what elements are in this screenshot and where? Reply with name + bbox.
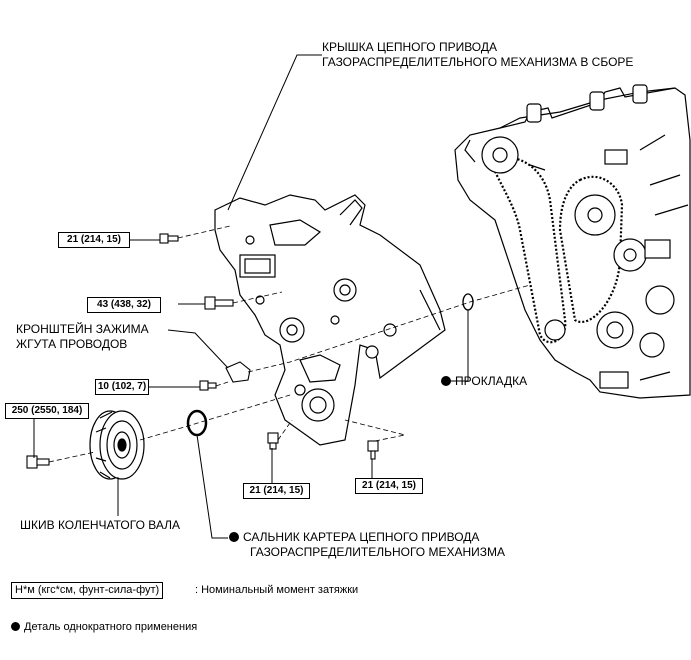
legend-non-reusable-text: Деталь однократного применения [24,621,198,633]
non-reusable-dot-icon [229,532,239,542]
leader-lines [33,54,469,539]
oil-seal-label-line1: САЛЬНИК КАРТЕРА ЦЕПНОГО ПРИВОДА [243,530,480,544]
oil-seal-label-line2: ГАЗОРАСПРЕДЕЛИТЕЛЬНОГО МЕХАНИЗМА [250,545,506,559]
legend-units-description: : Номинальный момент затяжки [195,584,359,596]
crankshaft-pulley [89,410,145,480]
non-reusable-dot-icon [11,622,20,631]
torque-box: 43 (438, 32) [87,297,161,313]
legend-units-box: Н*м (кгс*см, фунт-сила-фут) [11,582,164,599]
crank-pulley-label: ШКИВ КОЛЕНЧАТОГО ВАЛА [20,518,180,532]
chain-cover-label-line1: КРЫШКА ЦЕПНОГО ПРИВОДА [322,40,498,54]
assembly-dashed-lines [48,225,531,463]
torque-box: 21 (214, 15) [58,232,130,248]
torque-box: 10 (102, 7) [95,379,149,395]
chain-cover-label: КРЫШКА ЦЕПНОГО ПРИВОДА ГАЗОРАСПРЕДЕЛИТЕЛ… [322,40,633,70]
timing-chain-cover [214,194,446,446]
legend-non-reusable: Деталь однократного применения [11,620,197,635]
torque-box: 21 (214, 15) [355,478,423,494]
non-reusable-dot-icon [441,376,451,386]
bolts [26,233,379,469]
torque-box: 21 (214, 15) [243,483,310,499]
gasket-label: ПРОКЛАДКА [441,374,527,389]
oil-seal-label: САЛЬНИК КАРТЕРА ЦЕПНОГО ПРИВОДА ГАЗОРАСП… [229,530,505,560]
gasket-ring [462,293,474,311]
gasket-label-text: ПРОКЛАДКА [455,374,528,388]
torque-box: 250 (2550, 184) [5,403,89,419]
harness-bracket-label-line1: КРОНШТЕЙН ЗАЖИМА [16,322,149,336]
harness-bracket-label: КРОНШТЕЙН ЗАЖИМА ЖГУТА ПРОВОДОВ [16,322,149,352]
engine-block [454,84,691,399]
harness-bracket-label-line2: ЖГУТА ПРОВОДОВ [16,337,128,351]
chain-cover-label-line2: ГАЗОРАСПРЕДЕЛИТЕЛЬНОГО МЕХАНИЗМА В СБОРЕ [322,55,634,69]
